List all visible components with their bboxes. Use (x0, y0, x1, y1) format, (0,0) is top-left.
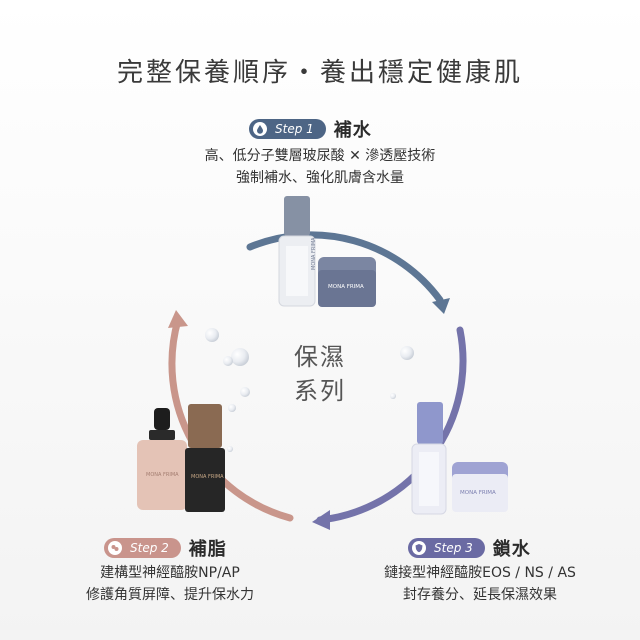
lipid-icon (108, 541, 122, 555)
step1-pill-label: Step 1 (275, 122, 314, 136)
step1-desc-line1: 高、低分子雙層玻尿酸 ✕ 滲透壓技術 (204, 148, 436, 164)
step2-pill-label: Step 2 (130, 541, 169, 555)
step1-description: 高、低分子雙層玻尿酸 ✕ 滲透壓技術 強制補水、強化肌膚含水量 (140, 145, 500, 189)
step2-pill: Step 2 (104, 538, 181, 558)
step1-name: 補水 (333, 120, 372, 141)
step3-pill-label: Step 3 (434, 541, 473, 555)
svg-text:MONA FRIMA: MONA FRIMA (328, 284, 364, 290)
step2-description: 建構型神經醯胺NP/AP 修護角質屏障、提升保水力 (40, 562, 300, 606)
svg-text:MONA FRIMA: MONA FRIMA (191, 474, 224, 480)
step1-desc-line2: 強制補水、強化肌膚含水量 (236, 170, 404, 186)
step3-name: 鎖水 (492, 539, 531, 560)
svg-text:MONA FRIMA: MONA FRIMA (146, 472, 179, 478)
arc-arrowhead-blue (432, 298, 450, 314)
water-drop-icon (253, 122, 267, 136)
step3-products: MONA FRIMA (411, 402, 508, 515)
step3-header: Step 3 鎖水 (408, 535, 531, 561)
shield-icon (412, 541, 426, 555)
arc-step1-to-step3 (246, 231, 444, 304)
svg-text:MONA FRIMA: MONA FRIMA (460, 490, 496, 496)
step1-header: Step 1 補水 (249, 116, 372, 142)
step2-desc-line1: 建構型神經醯胺NP/AP (100, 565, 240, 581)
bubbles-decoration (205, 328, 414, 452)
arc-arrowhead-pink (168, 310, 188, 328)
step2-name: 補脂 (188, 539, 227, 560)
svg-text:MONA FRIMA: MONA FRIMA (311, 237, 317, 270)
step3-description: 鏈接型神經醯胺EOS / NS / AS 封存養分、延長保濕效果 (340, 562, 620, 606)
step1-products: MONA FRIMA MONA FRIMA (278, 196, 376, 307)
step3-desc-line1: 鏈接型神經醯胺EOS / NS / AS (384, 565, 576, 581)
series-center-label: 保濕 系列 (270, 340, 370, 408)
step3-pill: Step 3 (408, 538, 485, 558)
step2-header: Step 2 補脂 (104, 535, 227, 561)
center-label-line2: 系列 (294, 377, 346, 405)
step2-desc-line2: 修護角質屏障、提升保水力 (86, 587, 254, 603)
step2-products: MONA FRIMA MONA FRIMA (137, 404, 225, 512)
page-title: 完整保養順序・養出穩定健康肌 (116, 58, 523, 88)
step3-desc-line2: 封存養分、延長保濕效果 (403, 587, 557, 603)
arc-arrowhead-purple (312, 510, 330, 530)
center-label-line1: 保濕 (294, 343, 346, 371)
step1-pill: Step 1 (249, 119, 326, 139)
